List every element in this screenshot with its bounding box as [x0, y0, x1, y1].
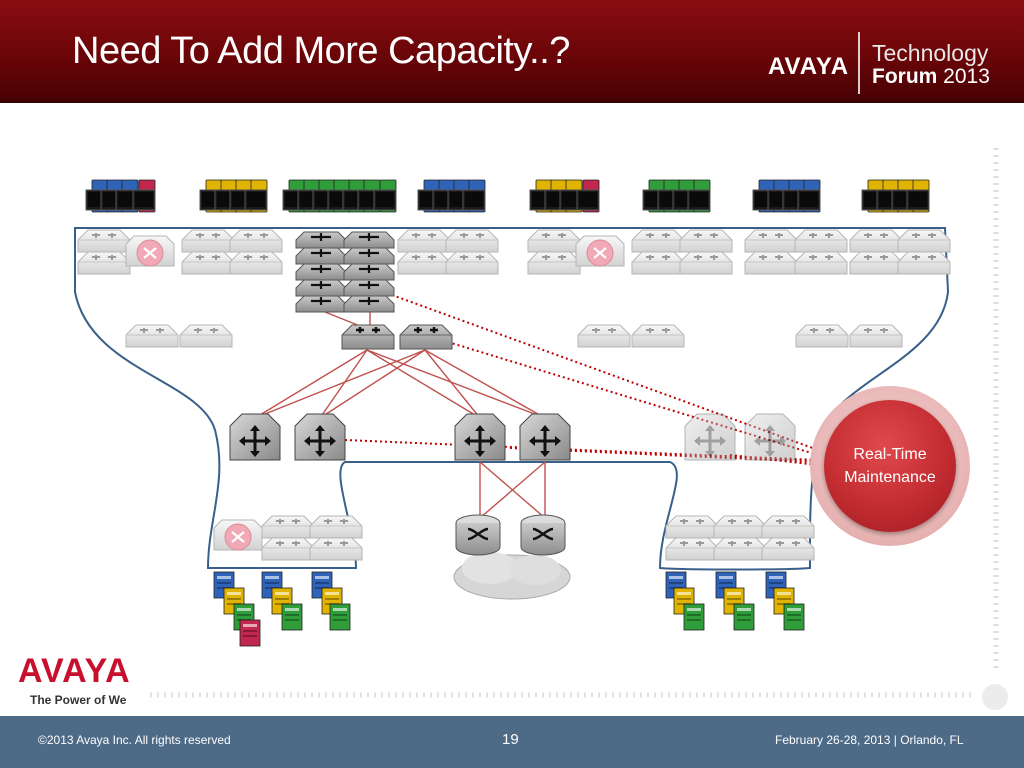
aggregation-switch-icon: [340, 323, 396, 351]
forum-word: Forum: [872, 65, 938, 88]
footer-bar: [0, 716, 1024, 768]
server-racks-right: [665, 571, 805, 631]
desktop-group-3: [282, 179, 397, 213]
technology-label: Technology: [872, 40, 989, 66]
core-switch-icon: [228, 412, 282, 462]
maintenance-callout: Real-Time Maintenance: [810, 386, 970, 546]
avaya-header-logo: AVAYA: [768, 53, 850, 80]
wan-router-icon: [454, 513, 502, 557]
desktop-group-1: [85, 179, 156, 213]
server-racks-left: [213, 571, 351, 647]
router-icon: [124, 234, 176, 268]
brand-divider: [858, 32, 860, 94]
brand-tagline: The Power of We: [30, 693, 127, 707]
desktop-group-8: [861, 179, 930, 213]
desktop-group-4: [417, 179, 486, 213]
core-switch-row: [228, 412, 797, 462]
datacenter-switches-right: [665, 515, 815, 561]
forum-label: Forum 2013: [872, 65, 990, 89]
stackable-switch-icon: [294, 294, 348, 314]
core-interconnect-links: [254, 309, 546, 519]
event-info: February 26-28, 2013 | Orlando, FL: [775, 733, 964, 747]
desktop-group-6: [642, 179, 711, 213]
distribution-switch-row: [125, 323, 903, 351]
datacenter-switches-left: [212, 515, 363, 561]
stackable-switch-tower-left: [294, 230, 348, 314]
slide-title: Need To Add More Capacity..?: [72, 30, 570, 72]
desktop-group-7: [752, 179, 821, 213]
desktop-group-2: [199, 179, 268, 213]
maintenance-bubble: Real-Time Maintenance: [824, 400, 956, 532]
slide-header: Need To Add More Capacity..? AVAYA Techn…: [0, 0, 1024, 103]
maintenance-label: Real-Time Maintenance: [844, 446, 936, 486]
stackable-switch-tower-right: [342, 230, 396, 314]
forum-year: 2013: [943, 65, 990, 88]
desktop-group-5: [529, 179, 600, 213]
page-number: 19: [502, 731, 519, 748]
divider-end-dot: [982, 684, 1008, 710]
copyright-text: ©2013 Avaya Inc. All rights reserved: [38, 733, 231, 747]
avaya-footer-logo: AVAYA: [18, 652, 131, 690]
wan-edge: [453, 513, 571, 600]
access-switch-row: [77, 229, 951, 275]
